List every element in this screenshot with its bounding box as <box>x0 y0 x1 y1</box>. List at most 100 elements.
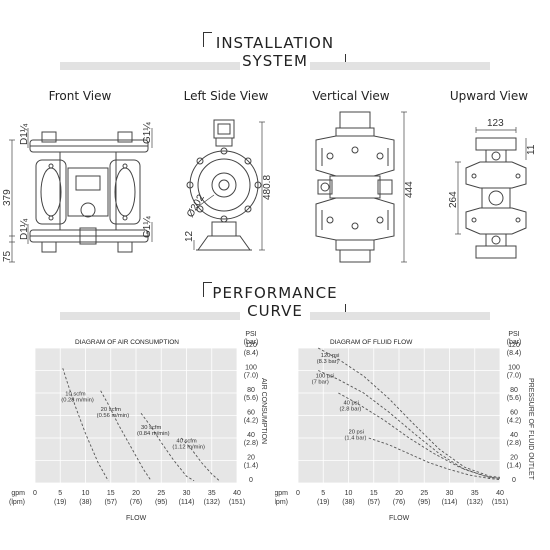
x-tick-label-lpm: (19) <box>54 499 66 506</box>
y-unit-bar: (bar) <box>244 339 259 346</box>
series-label-unit: (2.8 bar) <box>339 406 361 412</box>
dim-g-top: G1¼ <box>141 122 153 144</box>
series-label: 30 scfm <box>141 425 161 431</box>
series-line <box>317 347 501 478</box>
dim-phi202: Ø202 <box>185 192 207 219</box>
series-line <box>181 437 220 482</box>
left-side-view-label: Left Side View <box>183 89 269 103</box>
y-tick-label-bar: (8.4) <box>244 350 258 357</box>
y-tick-label: 80 <box>247 387 255 394</box>
x-tick-label-lpm: (76) <box>393 499 405 506</box>
x-unit-gpm: gpm <box>11 490 25 497</box>
series-line <box>368 437 501 481</box>
title-bar-left <box>60 62 240 70</box>
series-line <box>338 392 501 479</box>
grid <box>34 347 238 484</box>
y-tick-label: 40 <box>247 432 255 439</box>
series-label: 40 psi <box>343 400 358 406</box>
y-tick-label: 100 <box>245 365 257 372</box>
y-tick-label: 100 <box>508 365 520 372</box>
x-tick-label-lpm: (95) <box>155 499 167 506</box>
x-tick-label: 25 <box>157 490 165 497</box>
perf-bar-left <box>60 312 240 320</box>
x-unit-gpm: gpm <box>275 490 288 497</box>
series-label-unit: (7 bar) <box>312 379 329 385</box>
x-unit-lpm: (lpm) <box>275 499 288 506</box>
y-unit-psi: PSI <box>508 331 519 338</box>
y-tick-label-bar: (2.8) <box>244 440 258 447</box>
grid <box>297 347 501 484</box>
x-axis-label: FLOW <box>389 515 410 522</box>
x-tick-label: 20 <box>395 490 403 497</box>
series-label: 100 psi <box>316 373 335 379</box>
x-tick-label: 20 <box>132 490 140 497</box>
series-label-unit: (1.12 m/min) <box>172 445 205 451</box>
perf-bracket-left <box>203 282 212 297</box>
y-tick-label-bar: (8.4) <box>507 350 521 357</box>
x-tick-label-lpm: (57) <box>368 499 380 506</box>
title-bracket-left <box>203 32 212 47</box>
dim-480: 480.8 <box>262 175 273 200</box>
y-axis-label: PRESSURE OF FLUID OUTLET <box>527 378 534 481</box>
front-view-drawing <box>9 128 153 263</box>
x-tick-label: 15 <box>370 490 378 497</box>
dim-379: 379 <box>2 189 13 206</box>
y-tick-label: 0 <box>512 477 516 484</box>
perf-bar-right <box>310 312 490 320</box>
y-tick-label: 60 <box>510 410 518 417</box>
series-line <box>62 368 109 481</box>
x-tick-label-lpm: (38) <box>79 499 91 506</box>
chart-title: DIAGRAM OF FLUID FLOW <box>330 339 413 346</box>
y-tick-label-bar: (2.8) <box>507 440 521 447</box>
pump-drawings: D1¼ D1¼ G1¼ G1¼ 379 75 Ø202 480.8 12 444… <box>2 111 537 263</box>
x-tick-label-lpm: (132) <box>204 499 220 506</box>
chart-title: DIAGRAM OF AIR CONSUMPTION <box>75 339 179 346</box>
y-tick-label: 120 <box>245 342 257 349</box>
installation-title: INSTALLATION <box>215 34 335 52</box>
x-tick-label: 30 <box>183 490 191 497</box>
y-tick-label: 40 <box>510 432 518 439</box>
y-tick-label: 0 <box>249 477 253 484</box>
series-label-unit: (0.84 m/min) <box>137 431 170 437</box>
series-line <box>100 390 152 482</box>
dim-d-bottom: D1¼ <box>18 218 30 240</box>
series-label: 20 scfm <box>101 407 121 413</box>
upward-view-drawing <box>455 127 527 259</box>
y-tick-label: 20 <box>247 455 255 462</box>
x-unit-lpm: (lpm) <box>9 499 25 506</box>
vertical-view-drawing <box>315 111 407 263</box>
x-tick-label: 10 <box>82 490 90 497</box>
x-tick-label-lpm: (132) <box>467 499 483 506</box>
x-tick-label: 5 <box>58 490 62 497</box>
left-side-view-drawing <box>186 119 265 251</box>
dim-75: 75 <box>2 250 13 262</box>
y-tick-label-bar: (1.4) <box>244 463 258 470</box>
y-tick-label: 20 <box>510 455 518 462</box>
series-label-unit: (0.56 m/min) <box>97 413 130 419</box>
y-tick-label-bar: (5.6) <box>244 395 258 402</box>
vertical-view-label: Vertical View <box>312 89 390 103</box>
x-tick-label: 40 <box>233 490 241 497</box>
series-label: 20 psi <box>349 430 364 436</box>
x-tick-label-lpm: (114) <box>179 499 195 506</box>
x-tick-label: 0 <box>33 490 37 497</box>
dim-12: 12 <box>184 230 195 242</box>
performance-subtitle: CURVE <box>247 302 303 320</box>
x-tick-label: 0 <box>296 490 300 497</box>
installation-subtitle: SYSTEM <box>242 52 308 70</box>
x-tick-label-lpm: (151) <box>492 499 508 506</box>
y-tick-label: 120 <box>508 342 520 349</box>
performance-title: PERFORMANCE <box>212 284 338 302</box>
series-label: 120 psi <box>321 353 340 359</box>
x-tick-label: 25 <box>420 490 428 497</box>
x-tick-label-lpm: (19) <box>317 499 329 506</box>
x-tick-label: 5 <box>321 490 325 497</box>
x-tick-label-lpm: (57) <box>105 499 117 506</box>
series-label: 40 scfm <box>176 439 196 445</box>
y-tick-label-bar: (7.0) <box>244 373 258 380</box>
series-line <box>140 412 195 482</box>
dim-264: 264 <box>448 191 459 208</box>
x-tick-label-lpm: (114) <box>442 499 458 506</box>
x-tick-label-lpm: (38) <box>342 499 354 506</box>
